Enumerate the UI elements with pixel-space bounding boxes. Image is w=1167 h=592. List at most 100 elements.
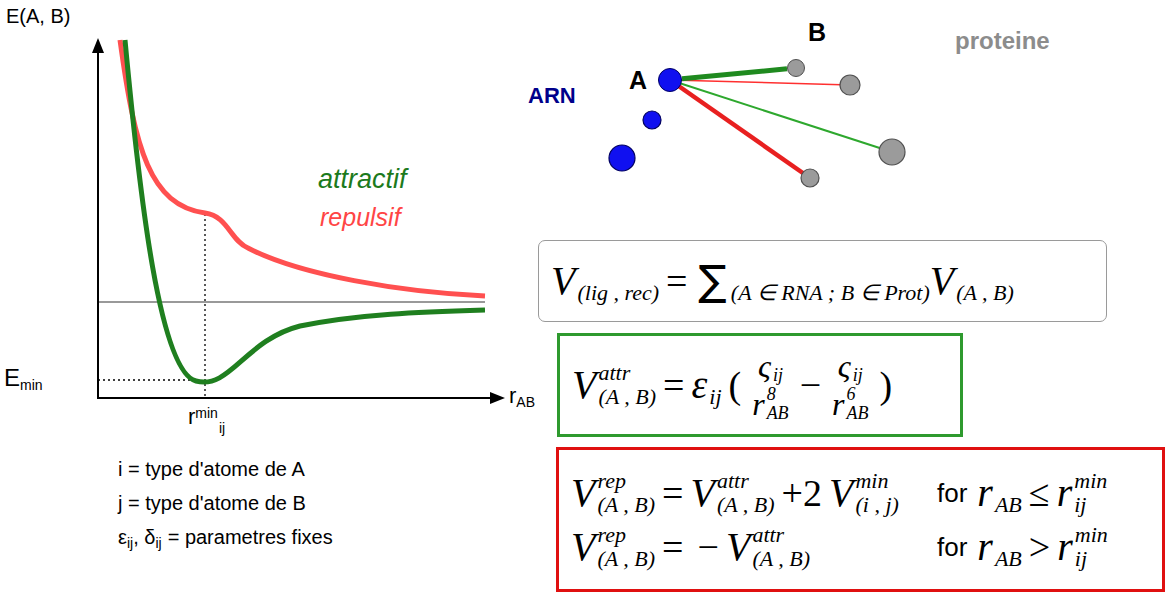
index-gap: [956, 257, 1014, 281]
zero-line: [98, 301, 485, 303]
equation-index: AB: [767, 404, 789, 423]
dotted-guide: [98, 379, 196, 380]
axis-label: r: [509, 383, 516, 408]
denominator: r6AB: [832, 385, 868, 423]
rna-atom: [643, 111, 661, 129]
index-stack: attr(A , B): [752, 523, 810, 571]
index-stack: attr(A , B): [717, 469, 775, 517]
label-group: i = type d'atome de A: [118, 458, 305, 481]
label-group: attractif: [318, 164, 407, 195]
index-stack: (lig , rec): [577, 257, 659, 305]
equation-term: =: [666, 259, 687, 303]
equation-term: ): [880, 363, 893, 407]
index-stack: (A ∈ RNA ; B ∈ Prot): [731, 257, 930, 305]
equation-term: ∑: [699, 256, 727, 306]
equation-term: +2: [782, 471, 822, 515]
equation-term: V: [551, 259, 575, 303]
index-stack: ij: [853, 347, 863, 385]
equation-term: for: [937, 471, 967, 515]
equation-index: rep: [597, 469, 655, 493]
equation-index: min: [1074, 469, 1107, 493]
equation-part: Vrep(A , B)=Vattr(A , B)+2Vmin(i , j): [571, 469, 921, 517]
equation-part: V(lig , rec)=∑(A ∈ RNA ; B ∈ Prot)V(A , …: [551, 256, 1014, 306]
region-label: B: [808, 18, 826, 46]
equation-index: (A , B): [598, 385, 656, 409]
note-text: ε: [118, 526, 127, 548]
index-gap: [731, 257, 930, 281]
equation-term: =: [662, 525, 683, 569]
note-text: j = type d'atome de B: [118, 492, 306, 514]
curve-label: repulsif: [320, 203, 401, 231]
index-gap: [773, 347, 783, 366]
equation-term: V: [829, 471, 853, 515]
equation-term: >: [1029, 525, 1050, 569]
index-gap: [853, 347, 863, 366]
index-gap: [577, 257, 659, 281]
equation-index: AB: [847, 404, 869, 423]
equation-row: Vattr(A , B)=εij(ςijr8AB−ςijr6AB): [572, 347, 899, 423]
equation-term: V: [726, 525, 750, 569]
equation-row: Vrep(A , B)=−Vattr(A , B)forrAB>rminij: [571, 523, 1108, 571]
equation-term: r: [977, 525, 993, 569]
equation-term: ς: [838, 349, 851, 383]
region-label: ARN: [528, 83, 576, 108]
connector: [682, 69, 787, 79]
y-axis-head: [92, 38, 104, 53]
equation-index: (lig , rec): [577, 281, 659, 305]
curve-label: attractif: [318, 164, 407, 194]
equation-index: AB: [995, 493, 1022, 517]
protein-region: proteine B: [705, 5, 1060, 215]
equation-row: Vrep(A , B)=Vattr(A , B)+2Vmin(i , j) for…: [571, 469, 1107, 517]
equation-term: r: [1057, 525, 1073, 569]
protein-atom: [840, 75, 860, 95]
interaction-line: [670, 80, 810, 178]
label-holder: ARN: [528, 83, 576, 109]
x-axis-head: [490, 392, 505, 404]
region-label: A: [629, 66, 647, 94]
equation-term: V: [691, 471, 715, 515]
axis-label: AB: [516, 394, 535, 410]
fraction: ςijr6AB: [832, 347, 868, 423]
index-stack: rep(A , B): [597, 469, 655, 517]
region-shape: [714, 10, 952, 212]
equation-index: (A , B): [956, 281, 1014, 305]
equation-term: ε: [692, 363, 708, 407]
note-text: , δ: [133, 526, 155, 548]
equation-index: ij: [773, 366, 783, 385]
equation-term: V: [930, 259, 954, 303]
index-stack: minij: [1074, 469, 1107, 517]
interaction-line: [670, 80, 850, 85]
equation-index: ij: [709, 385, 721, 409]
region-label: proteine: [955, 27, 1050, 54]
numerator: ςij: [838, 347, 863, 385]
rna-atom: [609, 145, 635, 171]
equation-index: min: [855, 469, 898, 493]
label-holder: A: [629, 66, 647, 95]
equation-index: min: [1075, 523, 1108, 547]
repulsive-equation-box: Vrep(A , B)=Vattr(A , B)+2Vmin(i , j)for…: [556, 447, 1165, 592]
equation-term: r: [832, 387, 844, 421]
equation-index: ij: [1074, 493, 1107, 517]
label-group: j = type d'atome de B: [118, 492, 306, 515]
label-group: rminij: [188, 404, 225, 436]
equation-part: forrAB≤rminij: [937, 469, 1107, 517]
equation-index: attr: [752, 523, 810, 547]
index-stack: AB: [995, 523, 1022, 571]
equation-index: (A , B): [597, 547, 655, 571]
index-stack: 6AB: [847, 385, 869, 423]
index-stack: minij: [1075, 523, 1108, 571]
attractive-equation-box: Vattr(A , B)=εij(ςijr8AB−ςijr6AB): [557, 333, 963, 437]
equation-term: V: [571, 525, 595, 569]
index-stack: AB: [995, 469, 1022, 517]
note-text: ij: [155, 535, 161, 551]
equation-part: Vattr(A , B)=εij(ςijr8AB−ςijr6AB): [572, 347, 899, 423]
equation-index: 6: [847, 385, 869, 404]
equation-index: (i , j): [855, 493, 898, 517]
protein-atom: [801, 169, 819, 187]
equation-term: r: [977, 471, 993, 515]
label-group: repulsif: [320, 203, 401, 232]
index-stack: attr(A , B): [598, 361, 656, 409]
region-shape: [588, 38, 702, 202]
index-gap: [995, 523, 1022, 547]
